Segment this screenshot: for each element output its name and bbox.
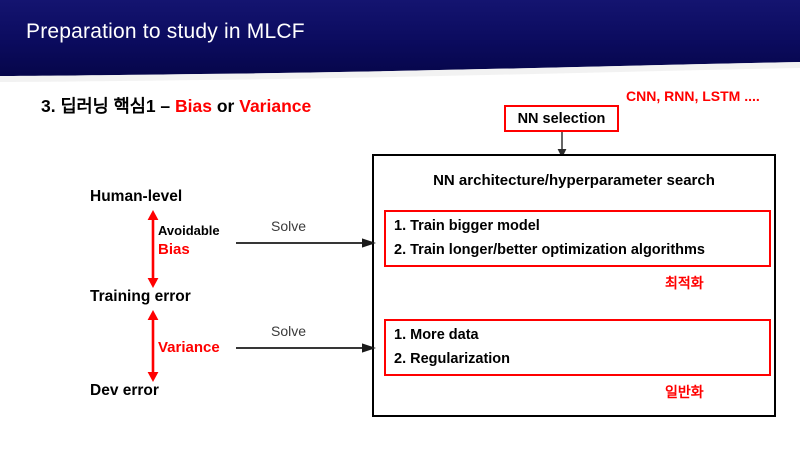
section-subtitle: 3. 딥러닝 핵심1 – Bias or Variance: [41, 93, 311, 118]
level-label-human-level: Human-level: [90, 188, 183, 205]
solve-arrow-bias: Solve: [236, 218, 376, 254]
nn-selection-box[interactable]: NN selection: [504, 105, 619, 132]
slide-header-banner: Preparation to study in MLCF: [0, 0, 800, 82]
solve-label-bias: Solve: [271, 218, 307, 234]
bias-gap-double-arrow-icon: [147, 210, 159, 288]
nn-selection-down-arrow-icon: [557, 132, 567, 158]
regularization-item-1: 1. More data: [394, 327, 479, 343]
main-box-title: NN architecture/hyperparameter search: [433, 172, 715, 189]
optimization-item-1: 1. Train bigger model: [394, 218, 540, 234]
nn-selection-label: NN selection: [517, 110, 606, 127]
optimization-caption: 최적화: [665, 275, 704, 291]
regularization-actions-box: 1. More data 2. Regularization: [384, 319, 771, 376]
bias-gap-qualifier: Avoidable: [158, 223, 220, 238]
regularization-item-2: 2. Regularization: [394, 351, 511, 367]
subtitle-term-bias: Bias: [175, 96, 212, 116]
nn-types-note: CNN, RNN, LSTM ....: [626, 88, 760, 104]
solve-arrow-variance: Solve: [236, 323, 376, 359]
variance-gap-double-arrow-icon: [147, 310, 159, 382]
solve-right-arrow-icon: [236, 343, 376, 353]
solve-label-variance: Solve: [271, 323, 307, 339]
level-label-training-error: Training error: [90, 288, 191, 305]
page-title: Preparation to study in MLCF: [26, 20, 305, 43]
subtitle-dash: –: [160, 96, 176, 116]
optimization-actions-box: 1. Train bigger model 2. Train longer/be…: [384, 210, 771, 267]
bias-gap-name: Bias: [158, 241, 190, 258]
header-shape: [0, 0, 800, 82]
subtitle-conjunction: or: [212, 96, 240, 116]
level-label-dev-error: Dev error: [90, 382, 159, 399]
variance-gap-name: Variance: [158, 339, 220, 356]
regularization-caption: 일반화: [665, 384, 704, 400]
subtitle-term-variance: Variance: [239, 96, 312, 116]
subtitle-prefix: 3. 딥러닝 핵심1: [41, 96, 161, 116]
optimization-item-2: 2. Train longer/better optimization algo…: [394, 242, 705, 258]
solve-right-arrow-icon: [236, 238, 376, 248]
nn-architecture-search-box: NN architecture/hyperparameter search 1.…: [372, 154, 776, 417]
